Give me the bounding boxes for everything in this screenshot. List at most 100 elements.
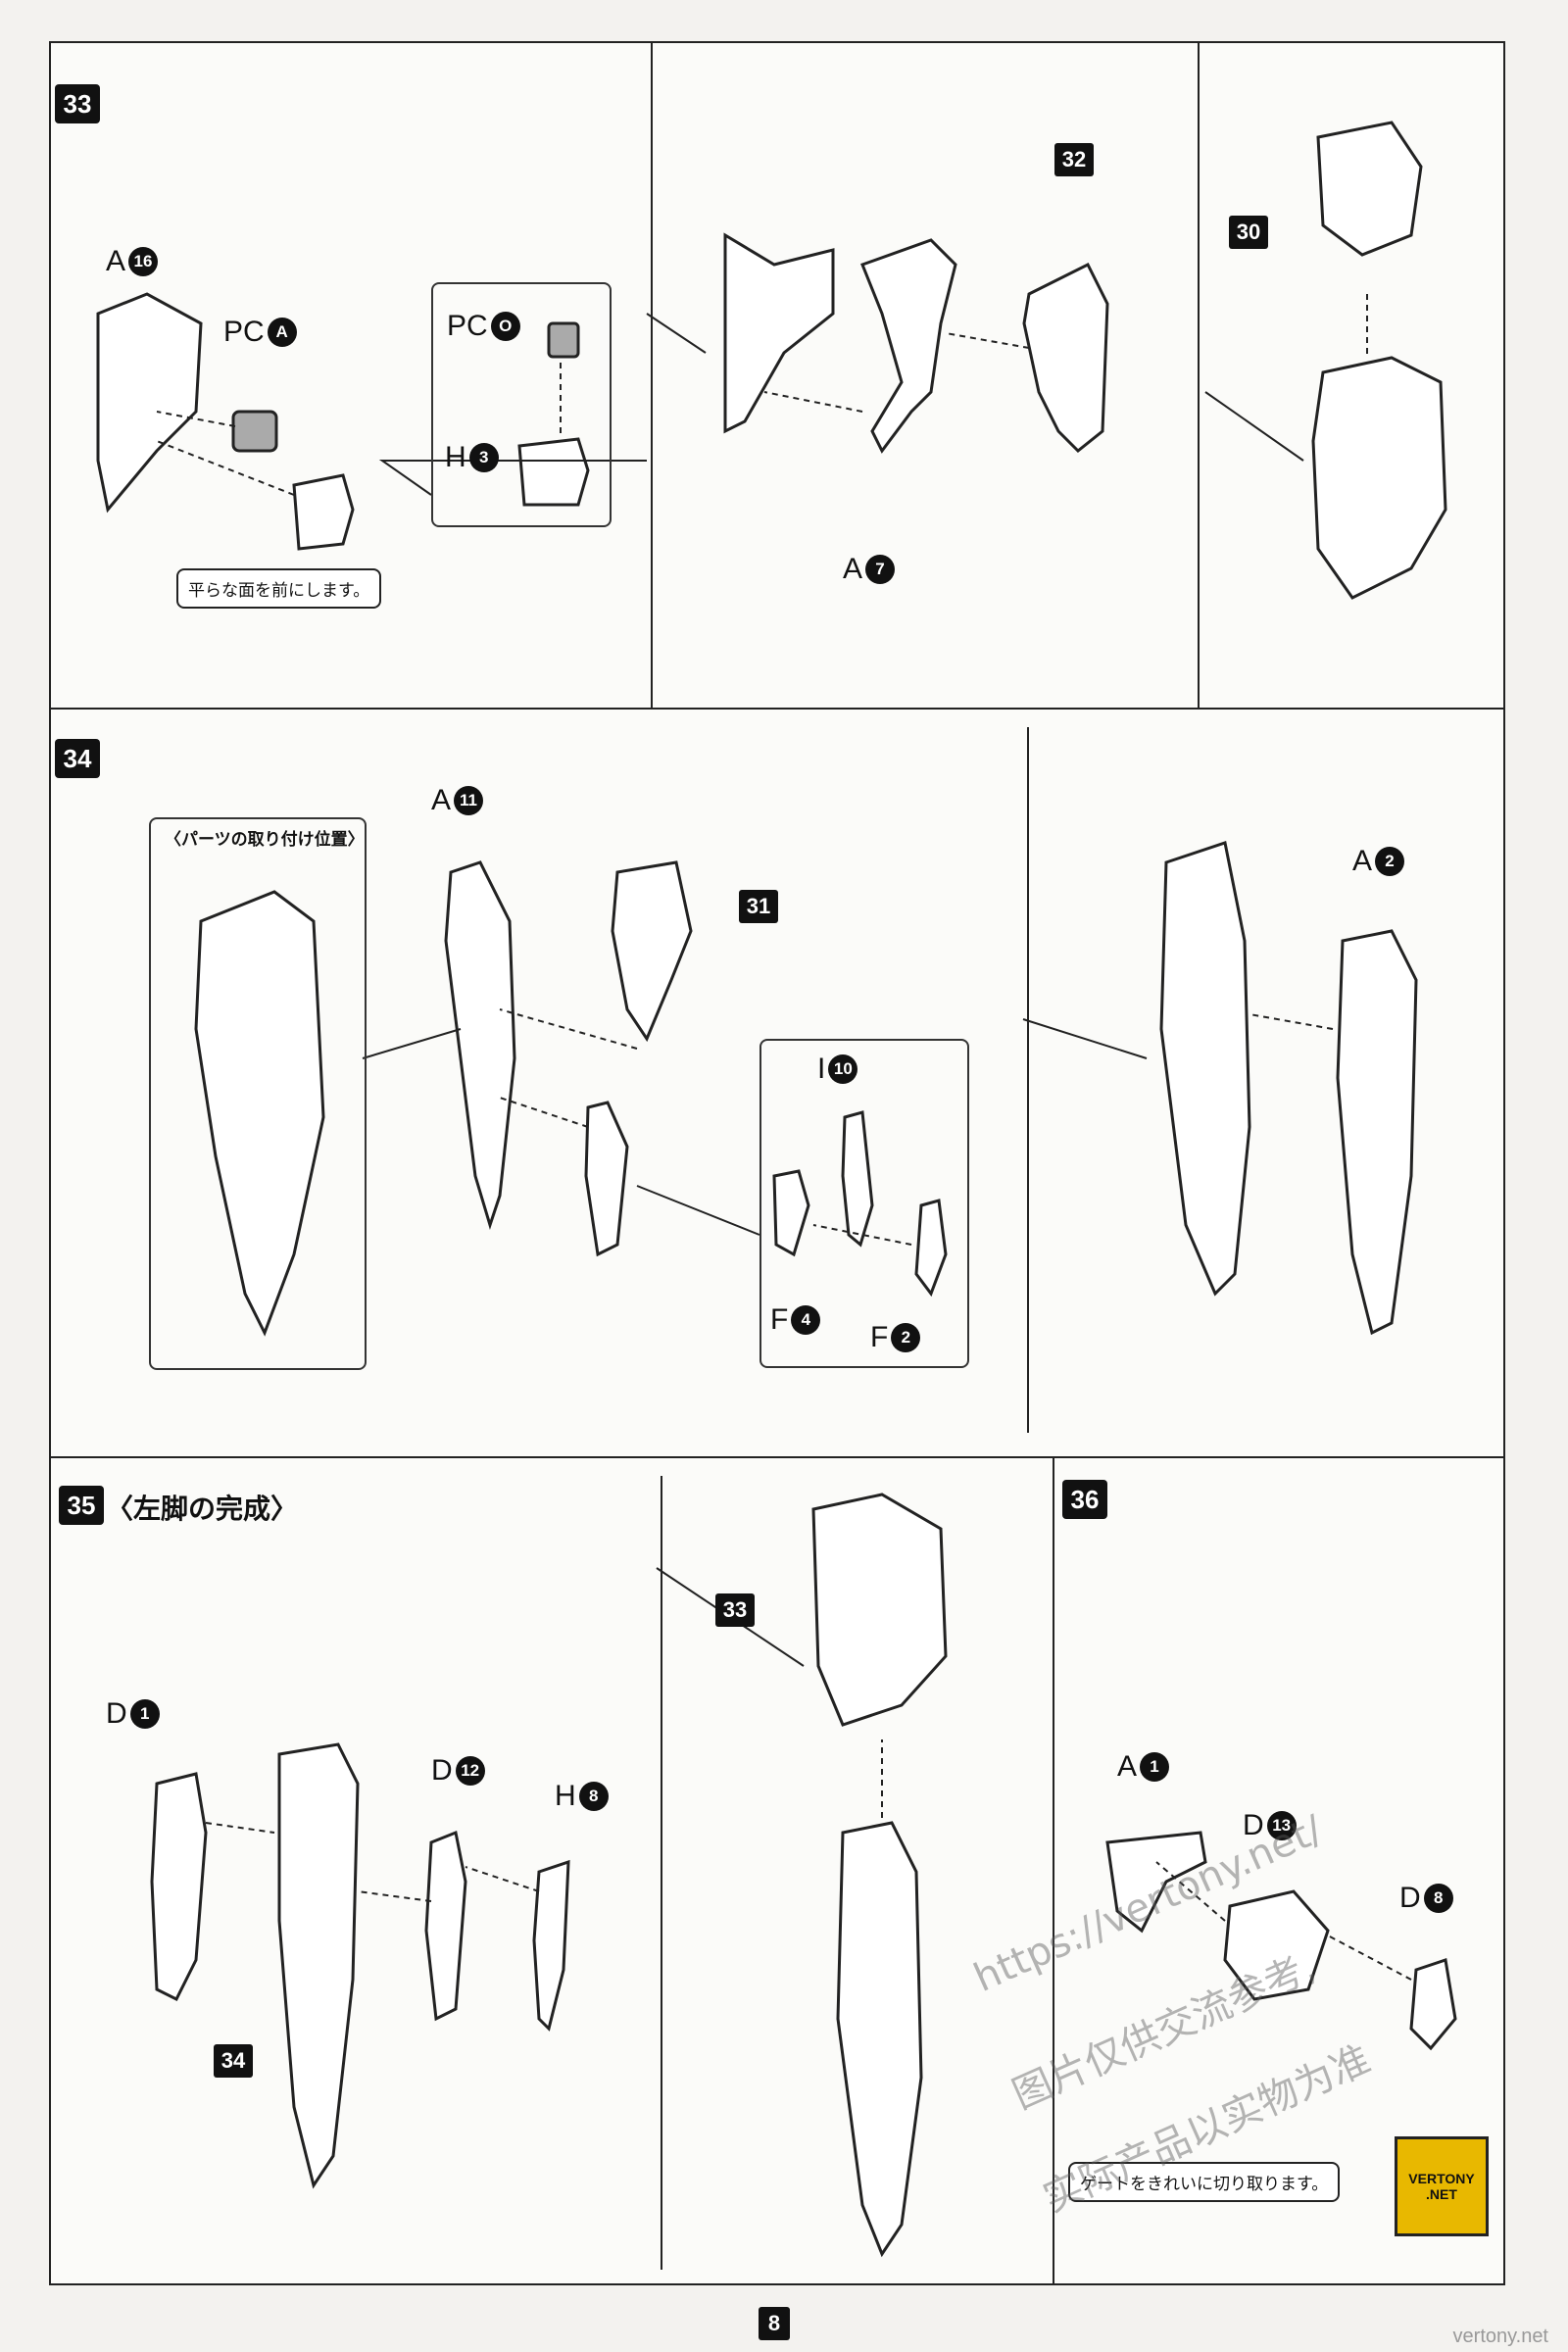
callout-d8: D 8 xyxy=(1399,1882,1453,1915)
callout-pca-num: A xyxy=(267,318,297,347)
note-gate-cut: ゲートをきれいに切り取ります。 xyxy=(1068,2162,1341,2202)
callout-a2-letter: A xyxy=(1352,845,1373,877)
callout-f2-letter: F xyxy=(870,1321,889,1353)
step-33-badge: 33 xyxy=(55,84,100,123)
callout-d1: D 1 xyxy=(106,1697,160,1731)
note-attach-position: 〈パーツの取り付け位置〉 xyxy=(165,830,365,849)
callout-i10-num: 10 xyxy=(828,1054,858,1084)
ref-30: 30 xyxy=(1229,216,1268,249)
part-a1-drawing xyxy=(1105,1831,1207,1934)
part-a7-drawing xyxy=(860,238,957,454)
pointer-f-box xyxy=(636,1185,760,1236)
part-h3-box-drawing xyxy=(517,437,590,507)
step-35-badge: 35 xyxy=(59,1486,104,1525)
part-33-assembly-drawing xyxy=(1311,356,1447,600)
callout-h3: H 3 xyxy=(445,441,499,474)
callout-a7-letter: A xyxy=(843,553,863,585)
part-f-assembly-drawing xyxy=(584,1101,629,1257)
arrow-32 xyxy=(945,332,1030,349)
callout-d12: D 12 xyxy=(431,1754,485,1788)
page-number: 8 xyxy=(759,2307,790,2340)
callout-f4-letter: F xyxy=(770,1303,789,1336)
callout-pca-letter: PC xyxy=(223,316,265,348)
arrow-a7 xyxy=(763,391,863,413)
part-h3-drawing xyxy=(292,473,355,551)
callout-a1-num: 1 xyxy=(1140,1752,1170,1782)
part-lower-leg-drawing xyxy=(836,1821,923,2258)
vertony-logo: VERTONY .NET xyxy=(1395,2136,1489,2236)
f-subassembly-box xyxy=(760,1039,969,1368)
part-pca-drawing xyxy=(231,410,278,453)
callout-a11: A 11 xyxy=(431,784,484,817)
part-a11-drawing xyxy=(444,860,516,1230)
arrow-a2 xyxy=(1249,1013,1334,1030)
part-d1-drawing xyxy=(150,1772,208,2002)
pointer-34-right xyxy=(1022,1018,1148,1059)
callout-pco-letter: PC xyxy=(447,310,488,342)
ref-31: 31 xyxy=(739,890,778,923)
callout-pco-num: O xyxy=(490,312,520,341)
divider-33-a xyxy=(651,43,653,708)
callout-f2-num: 2 xyxy=(891,1323,921,1352)
part-pco-drawing xyxy=(547,321,580,359)
callout-a7: A 7 xyxy=(843,553,896,586)
step-36-badge: 36 xyxy=(1062,1480,1107,1519)
pointer-h3-box xyxy=(378,460,647,496)
footer-site: vertony.net xyxy=(1452,2326,1548,2347)
part-31-drawing xyxy=(611,860,693,1043)
part-f2-drawing xyxy=(914,1199,948,1298)
part-f4-drawing xyxy=(772,1169,810,1257)
callout-h8: H 8 xyxy=(555,1780,609,1813)
ref-34: 34 xyxy=(214,2044,253,2078)
divider-36 xyxy=(1053,1456,1054,2284)
ref-32: 32 xyxy=(1054,143,1094,176)
part-33-upper-drawing xyxy=(811,1493,948,1727)
callout-d12-num: 12 xyxy=(455,1756,485,1786)
callout-d8-num: 8 xyxy=(1423,1884,1453,1913)
callout-pco: PC O xyxy=(447,310,520,343)
callout-a2-num: 2 xyxy=(1375,847,1405,876)
callout-h8-letter: H xyxy=(555,1780,576,1812)
arrow-d12 xyxy=(357,1890,432,1902)
callout-f4-num: 4 xyxy=(791,1305,821,1335)
ref-33: 33 xyxy=(715,1593,755,1627)
callout-i10: I 10 xyxy=(817,1053,858,1086)
part-leg-drawing xyxy=(277,1742,360,2189)
attach-position-box xyxy=(149,817,367,1370)
callout-a11-letter: A xyxy=(431,784,452,816)
arrow-d1 xyxy=(205,1822,275,1834)
callout-d1-letter: D xyxy=(106,1697,127,1730)
part-assembly-34-drawing xyxy=(1159,841,1251,1297)
pointer-33-right xyxy=(1204,391,1304,462)
callout-a2: A 2 xyxy=(1352,845,1405,878)
part-30-drawing xyxy=(1316,121,1423,257)
part-d8-drawing xyxy=(1409,1958,1457,2051)
divider-row2-bottom xyxy=(51,1456,1503,1458)
callout-a1: A 1 xyxy=(1117,1750,1170,1784)
callout-a7-num: 7 xyxy=(865,555,896,584)
callout-f2: F 2 xyxy=(870,1321,921,1354)
part-i10-drawing xyxy=(841,1110,874,1248)
callout-i10-letter: I xyxy=(817,1053,826,1085)
callout-h3-letter: H xyxy=(445,441,466,473)
divider-33-b xyxy=(1198,43,1200,708)
callout-a1-letter: A xyxy=(1117,1750,1138,1783)
arrow-d13 xyxy=(1155,1861,1226,1922)
logo-line1: VERTONY xyxy=(1408,2171,1475,2186)
part-h8-drawing xyxy=(532,1859,570,2032)
callout-a16-num: 16 xyxy=(128,247,159,276)
callout-h8-num: 8 xyxy=(578,1782,609,1811)
part-detail-drawing xyxy=(194,890,325,1337)
note-flat-face: 平らな面を前にします。 xyxy=(176,568,382,609)
part-d13-drawing xyxy=(1223,1889,1330,2001)
callout-d13-num: 13 xyxy=(1266,1811,1297,1840)
arrow-f2 xyxy=(812,1224,912,1246)
callout-d8-letter: D xyxy=(1399,1882,1421,1914)
part-d12-drawing xyxy=(424,1830,467,2022)
callout-d13: D 13 xyxy=(1243,1809,1297,1842)
divider-34 xyxy=(1027,727,1029,1433)
callout-d1-num: 1 xyxy=(129,1699,160,1729)
h3-subassembly-box xyxy=(431,282,612,527)
divider-row1-bottom xyxy=(51,708,1503,710)
